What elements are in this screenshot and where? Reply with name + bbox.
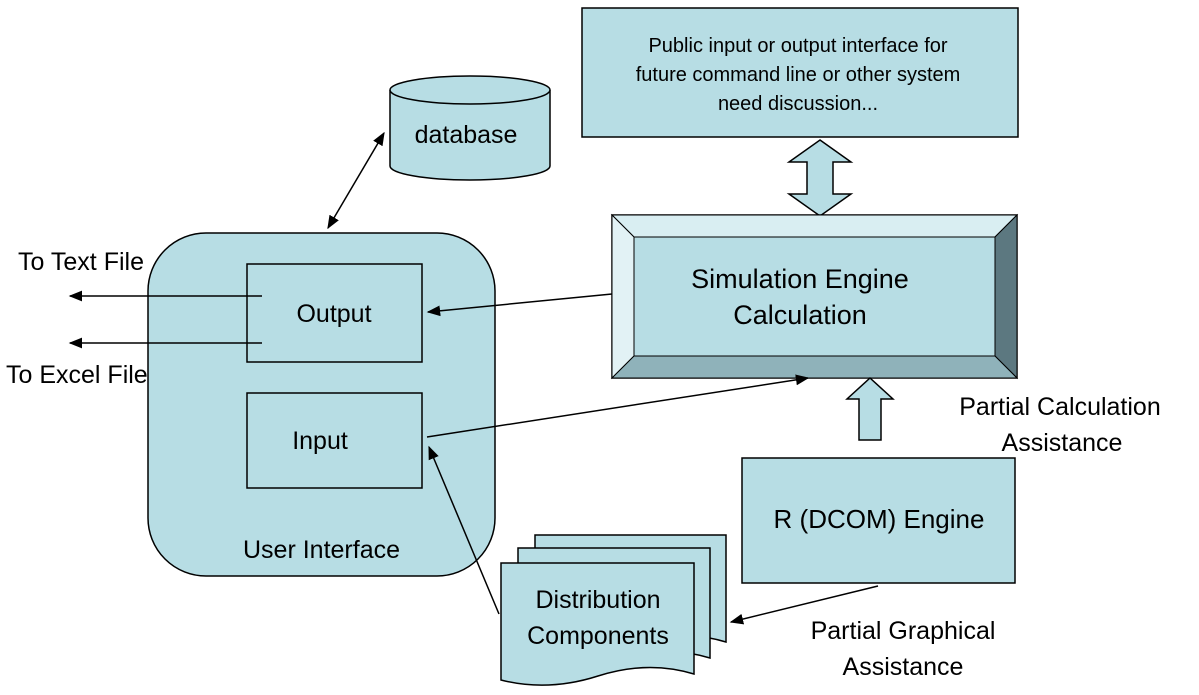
user-interface-label: User Interface (243, 536, 400, 564)
database-label: database (415, 121, 518, 149)
distribution-line-1: Distribution (535, 586, 660, 614)
to-excel-file-label: To Excel File (6, 361, 148, 389)
simulation-engine-box: Simulation Engine Calculation (610, 213, 1019, 380)
distribution-to-input-arrow (428, 445, 500, 615)
public-interface-line-1: Public input or output interface for (648, 35, 947, 57)
output-box (246, 263, 423, 363)
simulation-engine-line-1: Simulation Engine (691, 264, 909, 294)
engine-to-output-arrow (426, 293, 613, 317)
interface-engine-double-arrow (786, 139, 854, 217)
partial-calculation-line-2: Assistance (1002, 429, 1123, 457)
partial-graphical-line-2: Assistance (843, 653, 964, 681)
distribution-line-2: Components (527, 622, 669, 650)
public-interface-line-3: need discussion... (718, 93, 878, 115)
public-interface-line-2: future command line or other system (636, 64, 961, 86)
database-cylinder: database (389, 75, 551, 181)
input-label: Input (292, 427, 348, 455)
partial-calculation-line-1: Partial Calculation (959, 393, 1161, 421)
r-to-engine-block-arrow (845, 376, 895, 441)
to-text-file-label: To Text File (18, 248, 144, 276)
r-engine-label: R (DCOM) Engine (774, 504, 985, 534)
database-ui-connector (327, 131, 385, 230)
output-label: Output (296, 300, 371, 328)
input-to-engine-arrow (426, 374, 810, 438)
r-engine-box (741, 457, 1016, 584)
partial-graphical-line-1: Partial Graphical (811, 617, 996, 645)
r-to-distribution-arrow (729, 585, 879, 625)
distribution-components-stack: Distribution Components (500, 534, 727, 686)
simulation-engine-line-2: Calculation (733, 300, 867, 330)
input-box (246, 392, 423, 489)
public-interface-box (581, 7, 1019, 138)
